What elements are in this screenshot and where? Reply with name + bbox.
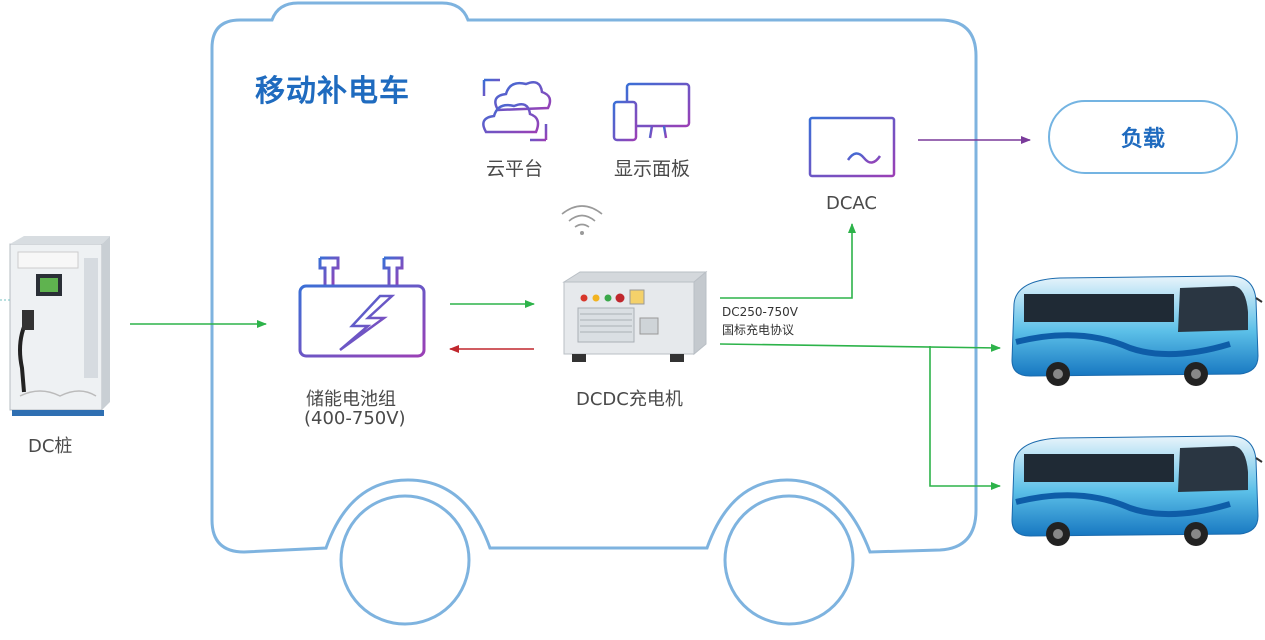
dcac-label: DCAC <box>826 193 877 214</box>
battery-icon <box>292 256 432 364</box>
battery-voltage-label: (400-750V) <box>304 408 406 429</box>
cloud-platform-label: 云平台 <box>486 158 544 180</box>
dcdc-label: DCDC充电机 <box>576 389 683 410</box>
load-label: 负载 <box>1120 127 1165 152</box>
dc-pile-label: DC桩 <box>28 436 73 457</box>
page-title: 移动补电车 <box>255 74 410 109</box>
arrow-dcdc-to-dcac <box>720 223 856 299</box>
dcdc-charger-image <box>562 270 708 362</box>
vehicle-outline <box>210 1 978 554</box>
display-panel-label: 显示面板 <box>614 158 691 180</box>
wifi-icon <box>561 205 603 235</box>
cloud-icon <box>482 78 552 142</box>
front-wheel <box>723 494 855 626</box>
arrow-dcdc-to-bus-2 <box>929 346 1001 490</box>
battery-label: 储能电池组 <box>306 389 396 410</box>
rear-wheel <box>339 494 471 626</box>
monitor-icon <box>612 82 691 142</box>
load-box: 负载 <box>1048 100 1238 174</box>
bus-image-2 <box>1011 435 1263 546</box>
inverter-icon <box>808 102 896 178</box>
dc-pile-image <box>9 236 110 416</box>
protocol-label: 国标充电协议 <box>722 323 795 337</box>
output-voltage-label: DC250-750V <box>722 305 798 319</box>
bus-image-1 <box>1011 275 1263 386</box>
arrow-dcdc-to-bus-1 <box>719 343 1001 352</box>
